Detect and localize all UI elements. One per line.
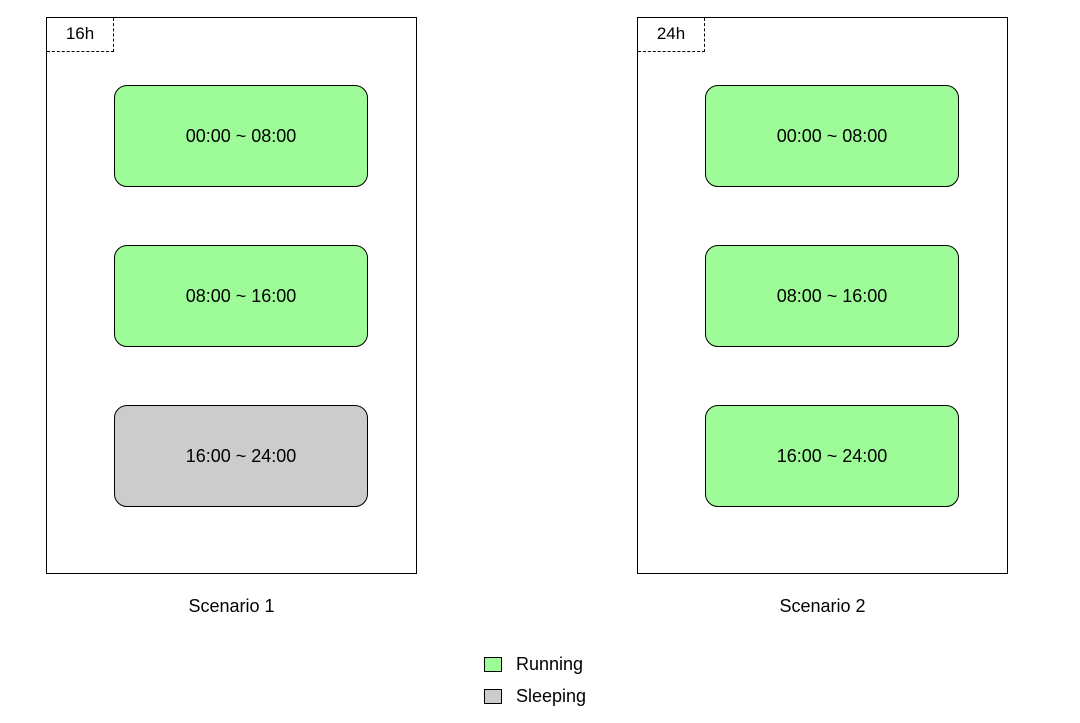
scenario-1-block-1: 00:00 ~ 08:00 xyxy=(114,85,368,187)
scenario-1-block-3: 16:00 ~ 24:00 xyxy=(114,405,368,507)
legend-item-running: Running xyxy=(484,648,586,680)
legend-item-sleeping: Sleeping xyxy=(484,680,586,712)
legend-swatch-running xyxy=(484,656,502,672)
scenario-2-block-2: 08:00 ~ 16:00 xyxy=(705,245,959,347)
scenario-1-label: Scenario 1 xyxy=(188,596,275,616)
legend-label-running: Running xyxy=(516,653,584,674)
scenario-1-block-2: 08:00 ~ 16:00 xyxy=(114,245,368,347)
scenario-1-duration-tag: 16h xyxy=(47,18,114,52)
legend-label-sleeping: Sleeping xyxy=(516,685,587,706)
legend: Running Sleeping xyxy=(484,648,586,712)
scenario-2-duration-tag: 24h xyxy=(638,18,705,52)
legend-swatch-sleeping xyxy=(484,688,502,704)
scenario-2-frame: 24h 00:00 ~ 08:00 08:00 ~ 16:00 16:00 ~ … xyxy=(637,17,1008,574)
scenario-2-label: Scenario 2 xyxy=(779,596,866,616)
scenario-1-frame: 16h 00:00 ~ 08:00 08:00 ~ 16:00 16:00 ~ … xyxy=(46,17,417,574)
scenario-2-block-1: 00:00 ~ 08:00 xyxy=(705,85,959,187)
scenario-2-block-3: 16:00 ~ 24:00 xyxy=(705,405,959,507)
